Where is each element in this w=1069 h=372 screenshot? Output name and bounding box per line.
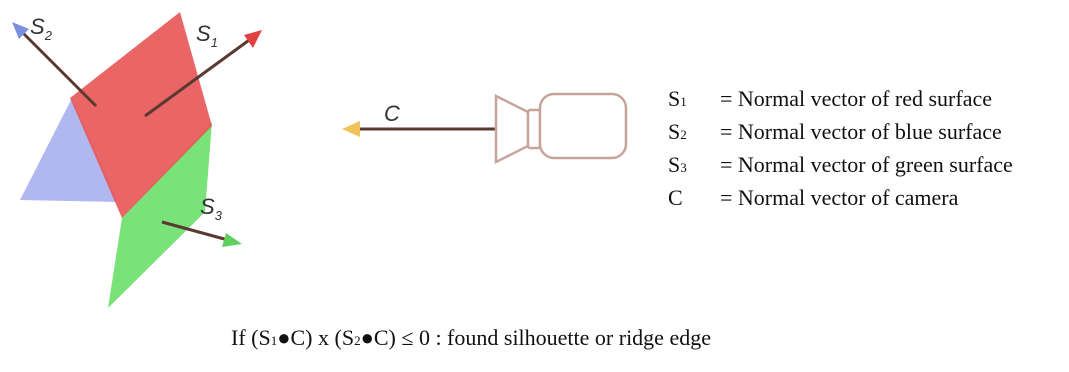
s1-vector-label: S1 [196,21,218,50]
green-surface [108,122,212,308]
camera-lens [494,93,530,165]
legend-text: = Normal vector of blue surface [720,119,1002,144]
s3-vector-label: S3 [200,194,223,223]
silhouette-condition-formula: If (S1●C) x (S2●C) ≤ 0 : found silhouett… [231,325,711,350]
legend-row-c: C = Normal vector of camera [668,183,1013,216]
legend-row-s1: S1 = Normal vector of red surface [668,84,1013,117]
c-vector-head [342,121,360,137]
legend-text: = Normal vector of camera [720,185,959,210]
c-vector-label: C [384,101,400,126]
legend-symbol: S3 [668,152,687,177]
s3-vector-head [222,233,242,247]
red-surface [70,12,212,218]
camera-lens-ring [526,108,542,150]
legend-row-s2: S2 = Normal vector of blue surface [668,117,1013,150]
s1-vector-head [244,30,262,48]
camera-body [538,92,628,160]
legend-text: = Normal vector of red surface [720,86,993,111]
s2-vector-shaft [20,30,98,108]
legend-symbol: C [668,185,683,210]
legend: S1 = Normal vector of red surface S2 = N… [668,84,1013,216]
s3-vector-shaft [161,220,229,242]
s2-vector-label: S2 [30,14,53,43]
legend-text: = Normal vector of green surface [720,152,1013,177]
legend-row-s3: S3 = Normal vector of green surface [668,150,1013,183]
blue-surface [20,98,118,202]
s2-vector-head [12,22,29,39]
camera-icon [494,92,628,165]
legend-symbol: S2 [668,119,687,144]
s1-vector-shaft [144,36,253,118]
legend-symbol: S1 [668,86,687,111]
